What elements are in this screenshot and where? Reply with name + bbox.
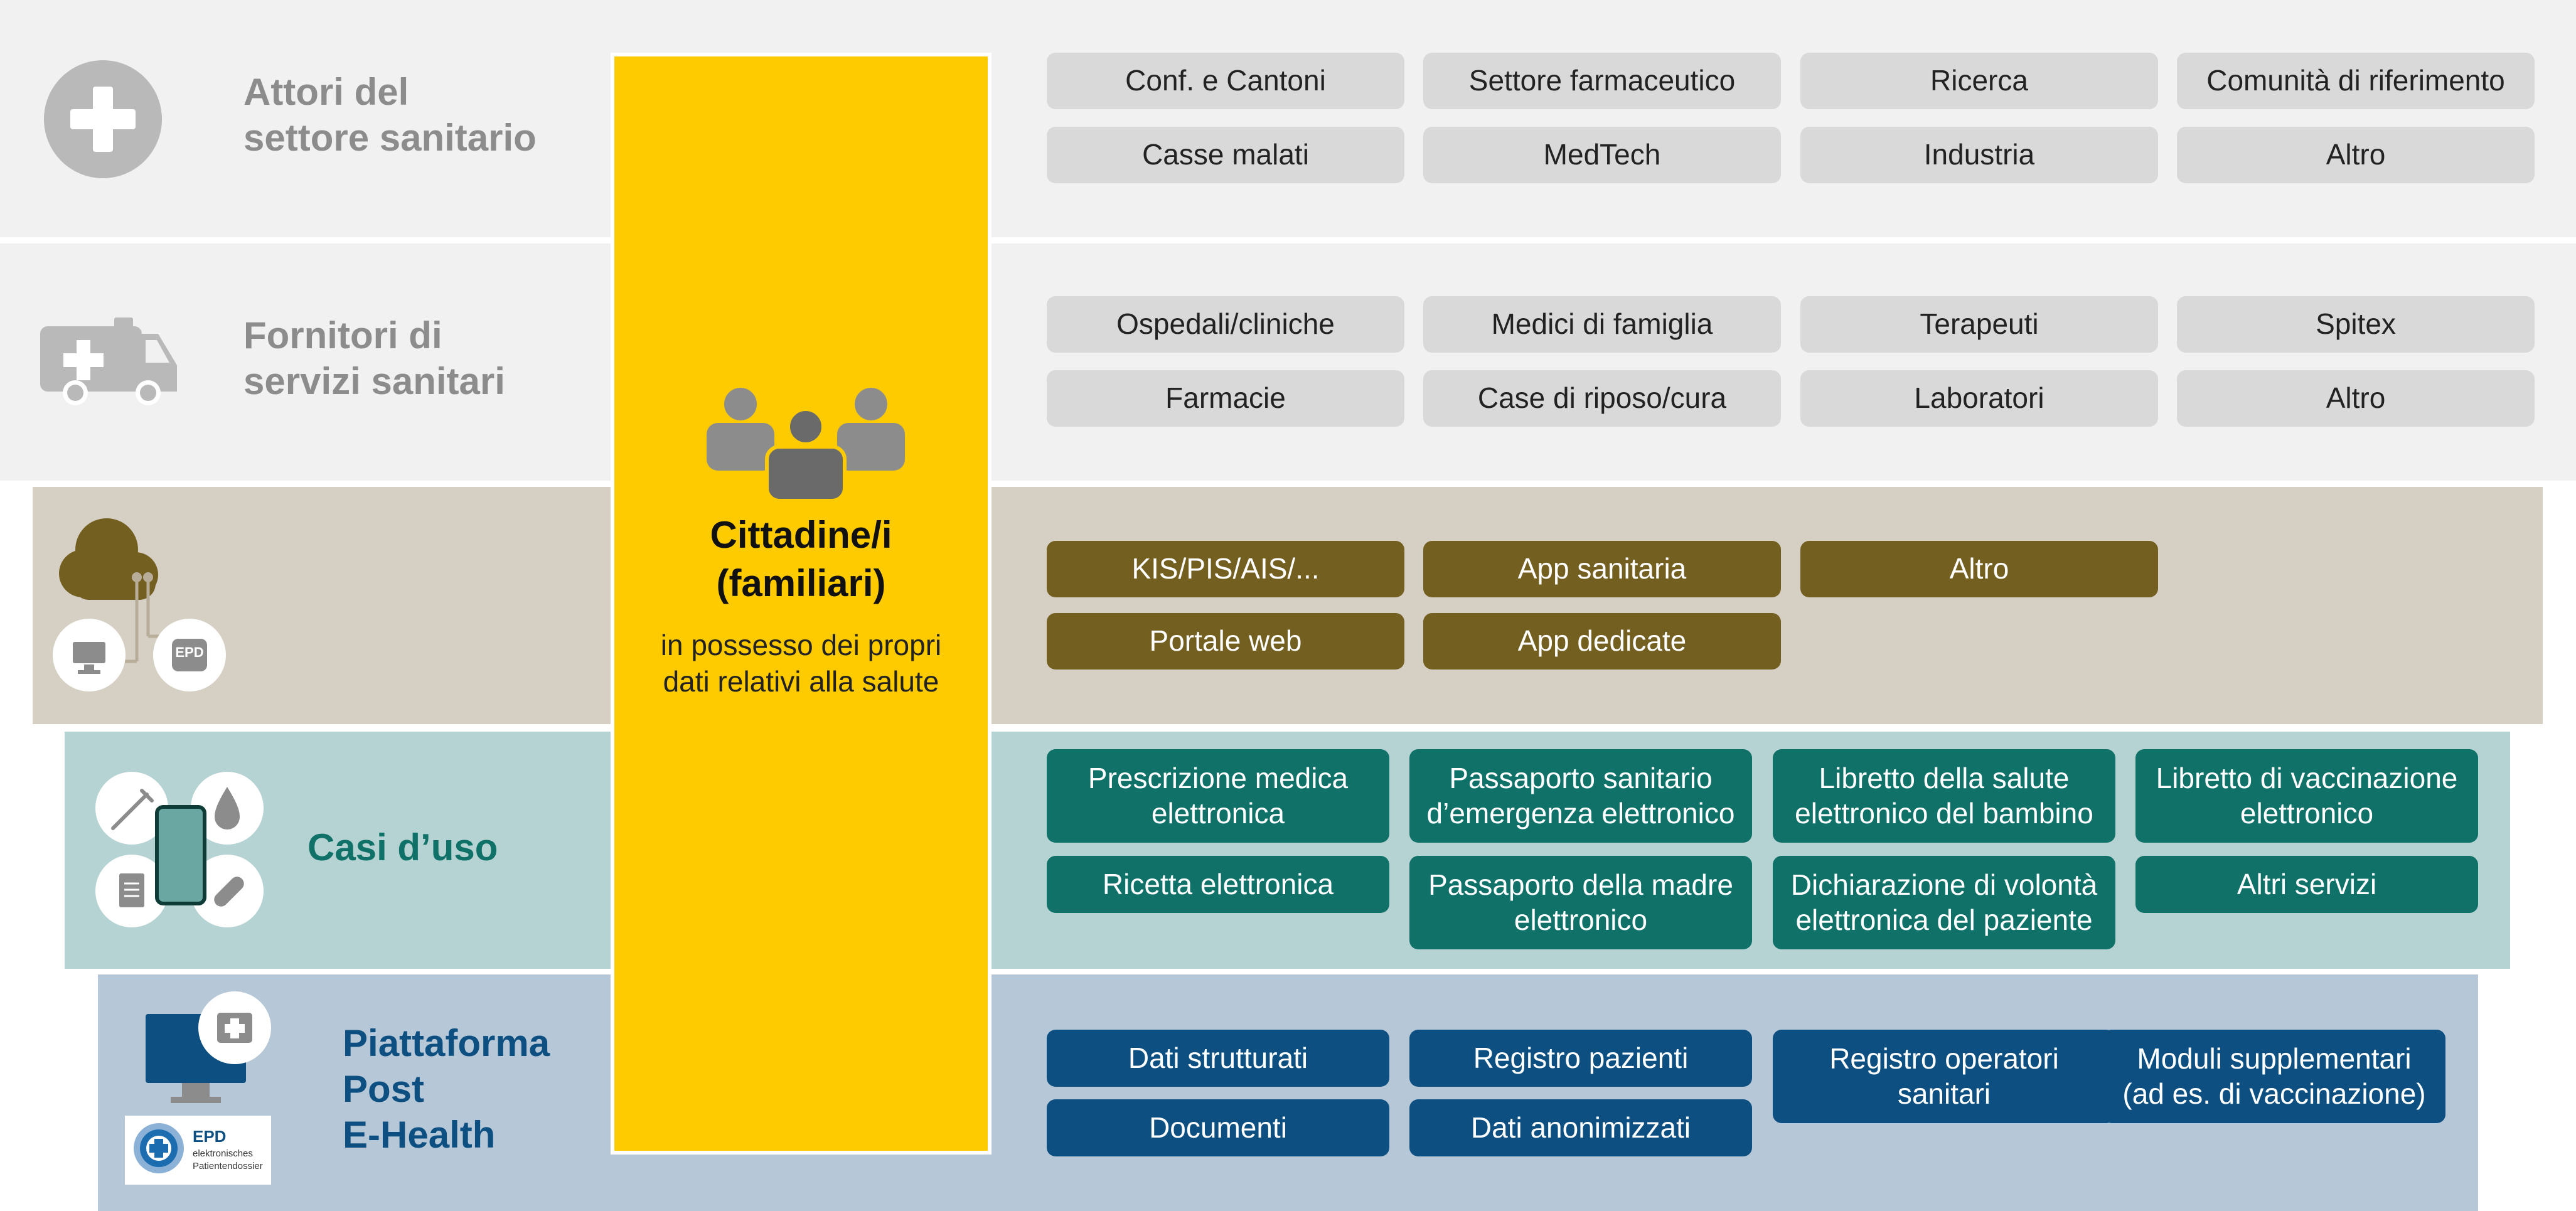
chip-actor: Altro <box>2177 127 2535 183</box>
chip-provider: Farmacie <box>1047 370 1404 427</box>
chip-provider: Altro <box>2177 370 2535 427</box>
chip-provider: Medici di famiglia <box>1423 296 1781 353</box>
chip-actor: Settore farmaceutico <box>1423 53 1781 109</box>
chip-platform: Registro pazienti <box>1409 1030 1752 1087</box>
chip-system: App sanitaria <box>1423 541 1781 597</box>
chip-provider: Case di riposo/cura <box>1423 370 1781 427</box>
chip-use-case: Altri servizi <box>2135 856 2478 913</box>
chip-actor: MedTech <box>1423 127 1781 183</box>
chip-actor: Ricerca <box>1800 53 2158 109</box>
band-title-platform: Piattaforma Post E-Health <box>343 1022 550 1156</box>
chip-platform: Documenti <box>1047 1099 1389 1156</box>
band-health-service-providers <box>0 243 2576 481</box>
chip-provider: Spitex <box>2177 296 2535 353</box>
chip-platform: Dati strutturati <box>1047 1030 1389 1087</box>
band-title-use-cases: Casi d’uso <box>307 826 498 868</box>
chip-use-case: Libretto di vaccinazione elettronico <box>2135 749 2478 843</box>
band-systems <box>33 487 2543 724</box>
chip-use-case: Libretto della salute elettronico del ba… <box>1773 749 2115 843</box>
chip-use-case: Passaporto della madre elettronico <box>1409 856 1752 949</box>
chip-system: Portale web <box>1047 613 1404 670</box>
epd-badge-label: EPD <box>175 644 204 660</box>
ambulance-icon <box>40 317 177 405</box>
chip-actor: Conf. e Cantoni <box>1047 53 1404 109</box>
chip-provider: Ospedali/cliniche <box>1047 296 1404 353</box>
citizens-subtitle: in possesso dei propri dati relativi all… <box>660 629 942 698</box>
chip-use-case: Prescrizione medica elettronica <box>1047 749 1389 843</box>
plus-circle-icon <box>44 60 162 178</box>
chip-actor: Comunità di riferimento <box>2177 53 2535 109</box>
chip-platform: Dati anonimizzati <box>1409 1099 1752 1156</box>
citizens-column: Cittadine/i (familiari) in possesso dei … <box>611 53 991 1155</box>
epd-logo-line2: Patientendossier <box>193 1161 263 1171</box>
epd-logo-name: EPD <box>193 1127 227 1146</box>
chip-actor: Casse malati <box>1047 127 1404 183</box>
band-title-health-service-providers: Fornitori di servizi sanitari <box>243 314 505 403</box>
chip-actor: Industria <box>1800 127 2158 183</box>
epd-logo-line1: elektronisches <box>193 1148 253 1159</box>
chip-system: App dedicate <box>1423 613 1781 670</box>
chip-platform: Moduli supplementari (ad es. di vaccinaz… <box>2103 1030 2445 1123</box>
chip-platform: Registro operatori sanitari <box>1773 1030 2115 1123</box>
cloud-devices-icon <box>53 518 226 691</box>
chip-system: Altro <box>1800 541 2158 597</box>
smartphone-services-icon <box>95 772 264 927</box>
monitor-medical-icon <box>146 991 271 1103</box>
chip-use-case: Ricetta elettronica <box>1047 856 1389 913</box>
band-title-health-actors: Attori del settore sanitario <box>243 71 537 159</box>
chip-provider: Terapeuti <box>1800 296 2158 353</box>
epd-logo: EPD elektronisches Patientendossier <box>125 1116 271 1185</box>
band-health-actors <box>0 0 2576 237</box>
people-group-icon <box>707 388 905 502</box>
chip-provider: Laboratori <box>1800 370 2158 427</box>
chip-system: KIS/PIS/AIS/... <box>1047 541 1404 597</box>
chip-use-case: Dichiarazione di volontà elettronica del… <box>1773 856 2115 949</box>
chip-use-case: Passaporto sanitario d’emergenza elettro… <box>1409 749 1752 843</box>
citizens-title: Cittadine/i (familiari) <box>710 514 892 604</box>
